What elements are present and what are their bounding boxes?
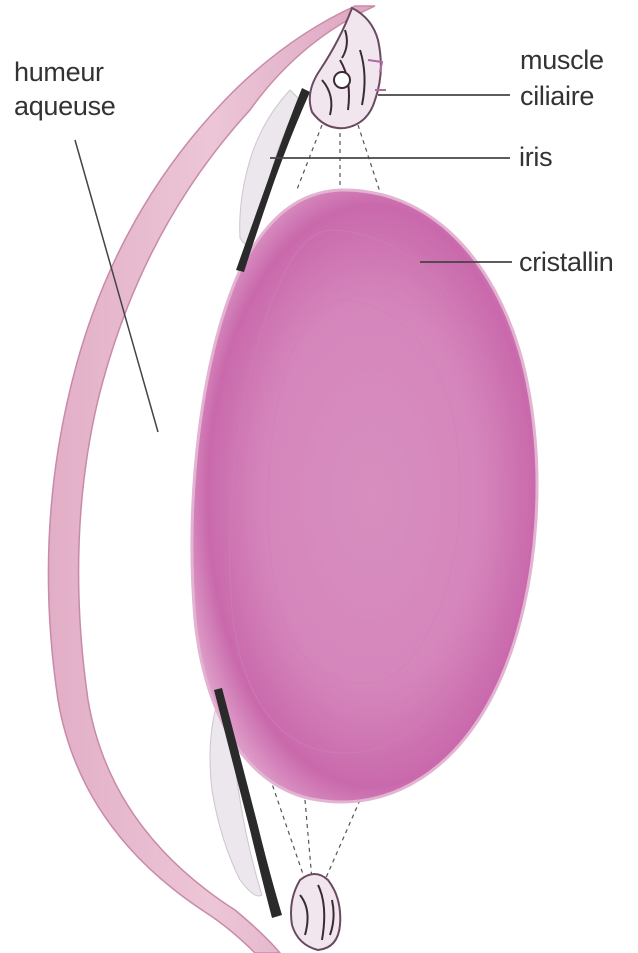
lower-ciliary-body xyxy=(291,874,340,950)
label-aqueous-humor-line1: humeur xyxy=(14,56,104,89)
label-aqueous-humor-line2: aqueuse xyxy=(14,90,116,123)
label-lens: cristallin xyxy=(519,246,614,279)
label-iris: iris xyxy=(519,141,552,174)
lens xyxy=(192,190,537,802)
label-ciliary-muscle-line1: muscle xyxy=(520,44,604,77)
label-ciliary-muscle-line2: ciliaire xyxy=(520,80,594,113)
